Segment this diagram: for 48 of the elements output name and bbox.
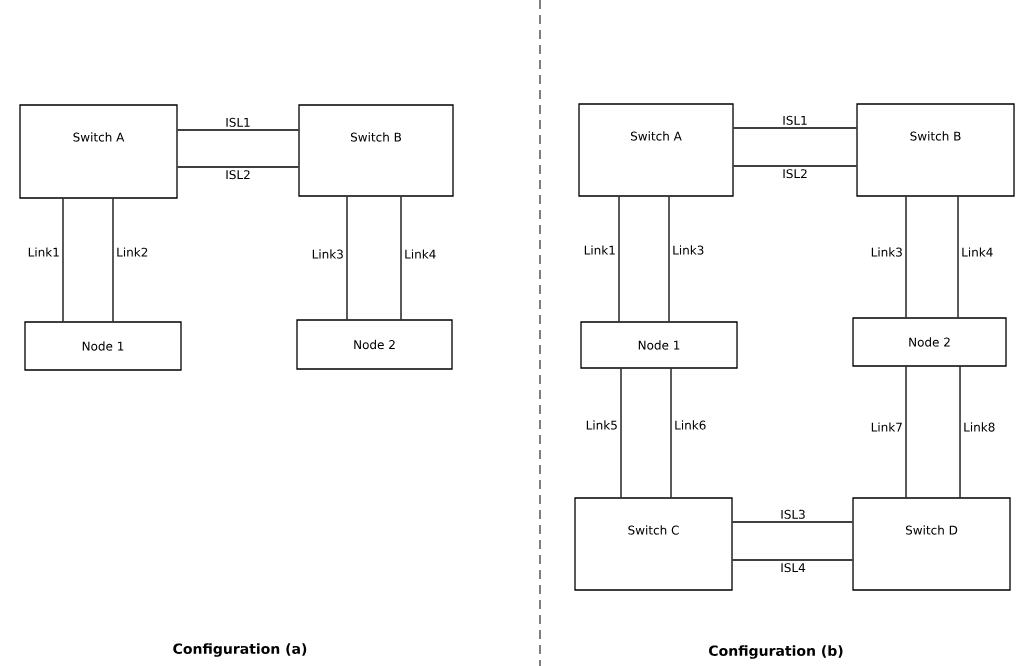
node-box: Node 2 [296, 319, 453, 370]
edge-label: ISL4 [781, 563, 806, 573]
link-line [62, 198, 64, 322]
edge-label: Link3 [312, 249, 343, 259]
edge-label: Link8 [964, 422, 995, 432]
link-line [618, 196, 620, 322]
switch-box: Switch C [574, 497, 733, 591]
edge-label: ISL1 [226, 117, 250, 127]
link-line [733, 165, 857, 167]
switch-box: Switch B [856, 103, 1015, 197]
node-box: Node 2 [852, 317, 1007, 367]
link-line [732, 521, 853, 523]
edge-label: Link2 [117, 247, 148, 257]
link-line [905, 196, 907, 318]
node-box: Node 1 [580, 321, 738, 369]
edge-label: Link1 [584, 245, 615, 255]
link-line [400, 196, 402, 320]
link-line [620, 368, 622, 498]
edge-label: Link6 [675, 420, 706, 430]
link-line [732, 559, 853, 561]
edge-label: Link3 [871, 247, 902, 257]
link-line [668, 196, 670, 322]
caption: Configuration (a) [173, 643, 307, 657]
switch-box: Switch D [852, 497, 1011, 591]
switch-box: Switch A [19, 104, 178, 199]
edge-label: Link7 [871, 422, 902, 432]
link-line [733, 127, 857, 129]
node-box: Node 1 [24, 321, 182, 371]
link-line [177, 166, 299, 168]
link-line [959, 366, 961, 498]
link-line [905, 366, 907, 498]
link-line [112, 198, 114, 322]
link-line [177, 129, 299, 131]
switch-box: Switch B [298, 104, 454, 197]
switch-box: Switch A [578, 103, 734, 197]
edge-label: Link4 [405, 249, 436, 259]
edge-label: Link5 [586, 420, 617, 430]
edge-label: ISL2 [783, 169, 807, 179]
edge-label: ISL3 [781, 509, 805, 519]
edge-label: ISL2 [226, 170, 250, 180]
link-line [670, 368, 672, 498]
edge-label: Link3 [673, 245, 704, 255]
caption: Configuration (b) [709, 645, 843, 659]
link-line [346, 196, 348, 320]
edge-label: ISL1 [783, 115, 807, 125]
link-line [957, 196, 959, 318]
edge-label: Link1 [28, 247, 59, 257]
edge-label: Link4 [962, 247, 993, 257]
